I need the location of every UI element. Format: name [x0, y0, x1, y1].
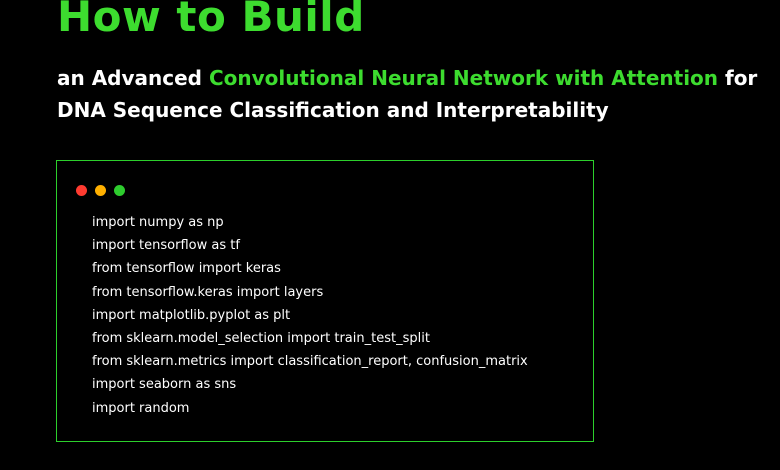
- code-window: import numpy as np import tensorflow as …: [56, 160, 594, 442]
- subtitle-prefix: an Advanced: [57, 66, 209, 90]
- code-line: from sklearn.model_selection import trai…: [92, 331, 430, 347]
- subtitle-highlight: Convolutional Neural Network with Attent…: [208, 66, 719, 90]
- subtitle-suffix: for DNA Sequence Classification and Inte…: [57, 66, 758, 122]
- page-title: How to Build: [57, 0, 365, 41]
- code-line: from sklearn.metrics import classificati…: [92, 354, 528, 370]
- maximize-dot-icon: [114, 185, 125, 196]
- close-dot-icon: [76, 185, 87, 196]
- code-line: import matplotlib.pyplot as plt: [92, 307, 291, 323]
- code-block: import numpy as np import tensorflow as …: [92, 211, 528, 420]
- code-line: from tensorflow import keras: [92, 261, 281, 277]
- minimize-dot-icon: [95, 185, 106, 196]
- code-line: import tensorflow as tf: [92, 238, 240, 254]
- code-line: from tensorflow.keras import layers: [92, 284, 324, 300]
- subtitle: an Advanced Convolutional Neural Network…: [57, 62, 767, 126]
- code-line: import numpy as np: [92, 215, 224, 230]
- code-line: import seaborn as sns: [92, 377, 237, 393]
- code-line: import random: [92, 400, 190, 416]
- window-controls: [76, 185, 125, 196]
